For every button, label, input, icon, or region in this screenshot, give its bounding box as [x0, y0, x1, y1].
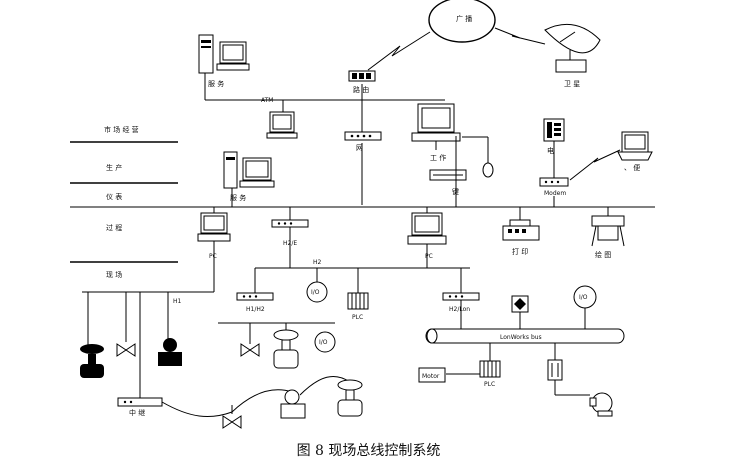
broadcast-node — [428, 0, 496, 43]
h2-label: H2 — [313, 259, 322, 266]
flowmeter-icon-2 — [280, 389, 306, 419]
satellite-dish-icon — [544, 23, 601, 73]
satellite-label: 卫 星 — [564, 80, 580, 88]
pc-left-icon — [197, 212, 231, 242]
router-label: 路 由 — [353, 85, 369, 94]
laptop-label: 、 便 — [624, 163, 640, 172]
keyboard-icon — [429, 169, 467, 181]
h2lon-icon — [442, 292, 480, 301]
relay-icon — [117, 397, 163, 407]
io-a-node — [306, 281, 328, 303]
level-field: 现 场 — [106, 270, 122, 279]
field-cable-1 — [231, 389, 293, 413]
plotter-icon — [591, 215, 625, 247]
broadcast-label: 广 播 — [456, 14, 472, 23]
gateway-icon — [344, 131, 382, 141]
wireless-link-broadcast — [367, 31, 431, 71]
actuator-box-icon — [511, 295, 529, 313]
server-mid-label: 服 务 — [230, 193, 246, 202]
atm-label: ATM — [261, 97, 273, 104]
plotter-label: 绘 图 — [595, 250, 611, 259]
h1h2-label: H1/H2 — [246, 306, 265, 313]
printer-icon — [502, 219, 540, 241]
modem-icon — [539, 177, 569, 187]
pc-mid-label: PC — [425, 253, 433, 260]
io-c-node — [314, 331, 336, 353]
modem-label: Modem — [544, 190, 566, 197]
manual-valve-icon-3 — [240, 335, 260, 357]
relay-cable — [161, 401, 233, 418]
io-b-label: I/O — [579, 294, 588, 301]
control-valve-icon-3 — [273, 329, 299, 369]
laptop-icon — [617, 131, 653, 161]
wireless-link-satellite — [494, 27, 546, 45]
h1h2-icon — [236, 292, 274, 301]
server-mid-icon — [223, 151, 275, 189]
atm-workstation-icon — [266, 111, 298, 139]
printer-label: 打 印 — [512, 247, 528, 256]
wireless-link-laptop — [569, 149, 621, 181]
level-process: 过 程 — [106, 223, 122, 232]
manual-valve-icon-2 — [222, 405, 242, 429]
gateway-label: 网 — [356, 144, 363, 152]
manual-valve-icon — [116, 333, 136, 357]
h1-label: H1 — [173, 298, 182, 305]
phone-label: 电 — [547, 146, 554, 155]
level-instrument: 仪 表 — [106, 192, 122, 201]
level-production: 生 产 — [106, 163, 122, 172]
motor-icon — [418, 367, 446, 383]
motor-label: Motor — [422, 373, 440, 380]
level-market: 市 场 经 营 — [104, 125, 139, 134]
flowmeter-icon — [158, 338, 182, 366]
h2e-icon — [271, 219, 309, 228]
h2lon-label: H2/Lon — [449, 306, 470, 313]
server-top-label: 服 务 — [208, 79, 224, 88]
control-valve-icon-2 — [337, 379, 363, 417]
plc-b-label: PLC — [484, 381, 495, 388]
mouse-icon — [482, 162, 494, 178]
workstation-icon — [411, 103, 461, 142]
router-icon — [348, 70, 376, 82]
pc-mid-icon — [407, 212, 447, 245]
plc-a-label: PLC — [352, 314, 363, 321]
pump-icon — [589, 392, 613, 417]
pc-left-label: PC — [209, 253, 217, 260]
lonworks-label: LonWorks bus — [500, 334, 542, 341]
control-valve-icon — [80, 344, 104, 378]
lonworks-bus-end — [426, 328, 438, 344]
phone-icon — [543, 118, 565, 142]
workstation-label: 工 作 — [430, 153, 446, 162]
figure-caption: 图 8 现场总线控制系统 — [296, 443, 441, 459]
server-top-icon — [198, 34, 250, 74]
plc-b-icon — [479, 360, 501, 378]
io-a-label: I/O — [311, 289, 320, 296]
relay-label: 中 继 — [129, 408, 145, 417]
lonworks-bus — [425, 328, 625, 344]
plc-a-icon — [347, 292, 369, 310]
drive-icon — [547, 359, 563, 381]
io-c-label: I/O — [319, 339, 328, 346]
